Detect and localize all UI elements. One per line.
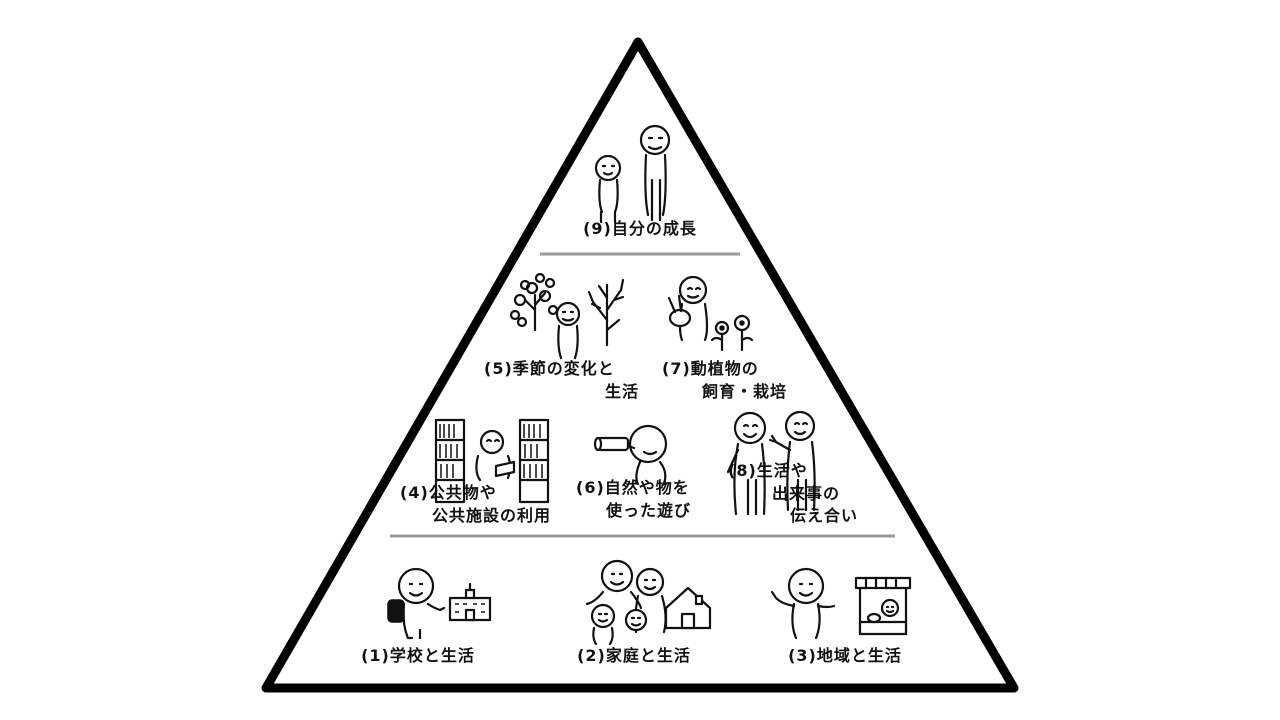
pyramid-outline: [261, 37, 1019, 693]
waving-person-icon: [770, 567, 836, 640]
blossom-tree-icon: [509, 272, 559, 332]
label-8-line-1: (8)生活や: [728, 461, 808, 480]
label-5-line-1: (5)季節の変化と: [484, 359, 615, 378]
person-icon: [555, 301, 581, 360]
label-4-line-2: 公共施設の利用: [432, 506, 551, 525]
label-8-line-2: 出来事の: [772, 484, 840, 503]
label-9-line-1: (9)自分の成長: [583, 219, 697, 238]
shop-stall-icon: [854, 576, 912, 636]
label-7-line-1: (7)動植物の: [662, 359, 759, 378]
family-icon: [585, 559, 667, 646]
person-reading-icon: [475, 429, 516, 482]
child-figure-icon: [594, 154, 622, 224]
label-7-line-2: 飼育・栽培: [701, 382, 787, 401]
label-6-line-1: (6)自然や物を: [576, 478, 690, 497]
label-2-line-1: (2)家庭と生活: [577, 646, 691, 665]
person-holding-rabbit-icon: [667, 275, 709, 342]
label-4-line-1: (4)公共物や: [400, 483, 497, 502]
bare-tree-icon: [587, 278, 625, 347]
bookshelf-icon: [434, 418, 550, 504]
label-1-line-1: (1)学校と生活: [361, 646, 475, 665]
flowers-icon: [710, 314, 754, 352]
label-5-line-2: 生活: [605, 382, 639, 401]
label-6-line-2: 使った遊び: [605, 501, 691, 520]
school-building-icon: [448, 582, 492, 622]
person-with-binoculars-icon: [593, 424, 668, 486]
tall-figure-icon: [639, 124, 671, 222]
two-people-talking-icon: [726, 410, 816, 516]
label-3-line-1: (3)地域と生活: [788, 646, 902, 665]
student-with-backpack-icon: [387, 567, 446, 640]
label-8-line-3: 伝え合い: [790, 506, 858, 525]
house-icon: [664, 586, 712, 630]
